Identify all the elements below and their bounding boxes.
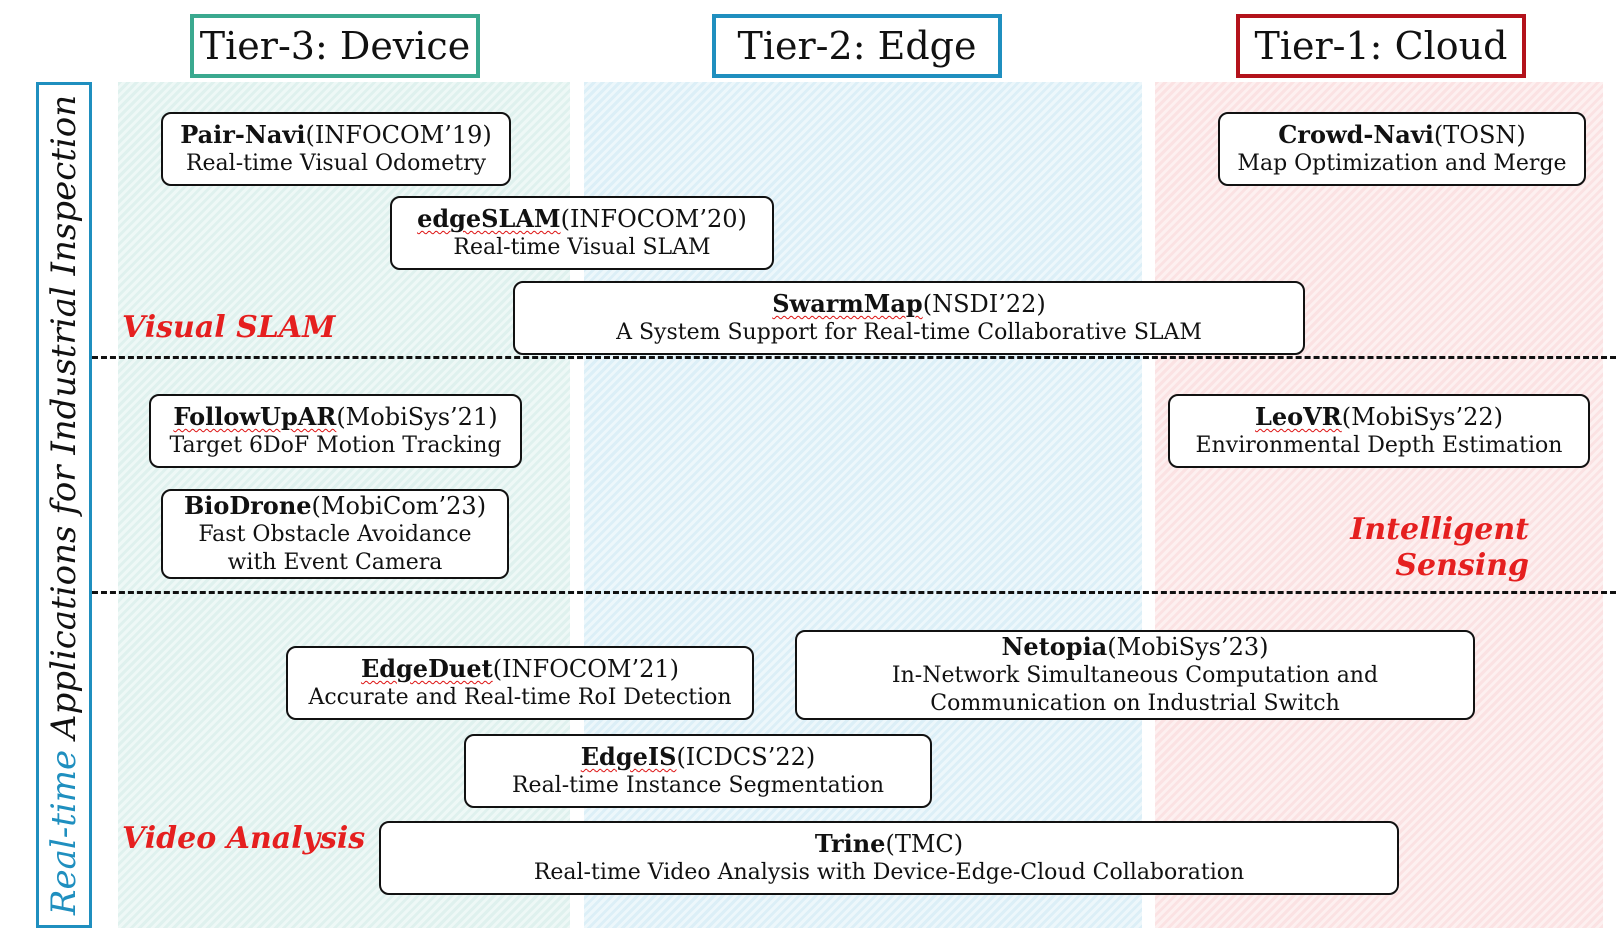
card-desc: Target 6DoF Motion Tracking: [169, 433, 502, 458]
card-head: EdgeIS(ICDCS’22): [474, 742, 922, 772]
card-desc-line1: In-Network Simultaneous Computation and: [891, 663, 1379, 688]
card-head: Crowd-Navi(TOSN): [1228, 120, 1576, 150]
card-crowd-navi: Crowd-Navi(TOSN) Map Optimization and Me…: [1218, 112, 1586, 186]
cloud-tier-column: [1155, 82, 1603, 928]
card-desc: Real-time Instance Segmentation: [511, 773, 884, 798]
tier-edge-header: Tier-2: Edge: [712, 14, 1002, 78]
card-venue: (TMC): [885, 830, 964, 858]
tier-edge-label: Tier-2: Edge: [737, 24, 977, 68]
card-venue: (MobiSys’21): [336, 403, 498, 431]
card-edgeduet: EdgeDuet(INFOCOM’21) Accurate and Real-t…: [286, 646, 754, 720]
tier-cloud-header: Tier-1: Cloud: [1236, 14, 1526, 78]
card-biodrone: BioDrone(MobiCom’23) Fast Obstacle Avoid…: [161, 489, 509, 579]
card-desc: Real-time Visual Odometry: [185, 151, 487, 176]
card-head: LeoVR(MobiSys’22): [1178, 402, 1580, 432]
card-venue: (MobiSys’23): [1107, 633, 1269, 661]
card-name: BioDrone: [183, 491, 312, 520]
card-venue: (INFOCOM’20): [560, 205, 747, 233]
card-desc-line2: Communication on Industrial Switch: [930, 691, 1340, 716]
card-name: Netopia: [1001, 632, 1108, 661]
card-edgeslam: edgeSLAM(INFOCOM’20) Real-time Visual SL…: [390, 196, 774, 270]
card-venue: (INFOCOM’21): [492, 655, 680, 683]
card-venue: (TOSN): [1433, 121, 1526, 149]
side-label-rest: Applications for Industrial Inspection: [44, 94, 84, 750]
card-netopia: Netopia(MobiSys’23) In-Network Simultane…: [795, 630, 1475, 720]
card-venue: (INFOCOM’19): [305, 121, 492, 149]
card-name: edgeSLAM: [417, 204, 561, 233]
card-name: Crowd-Navi: [1278, 120, 1434, 149]
card-name: EdgeDuet: [360, 654, 493, 683]
side-label-accent: Real-time: [44, 749, 84, 916]
card-head: SwarmMap(NSDI’22): [523, 289, 1295, 319]
divider-slam-sensing: [92, 356, 1616, 359]
card-head: EdgeDuet(INFOCOM’21): [296, 654, 744, 684]
card-name: EdgeIS: [580, 742, 677, 771]
tier-device-label: Tier-3: Device: [199, 24, 471, 68]
tier-cloud-label: Tier-1: Cloud: [1254, 24, 1508, 68]
card-desc: Map Optimization and Merge: [1237, 151, 1567, 176]
category-intelligent-sensing-line1: Intelligent: [1350, 512, 1529, 547]
tier-device-header: Tier-3: Device: [190, 14, 480, 78]
card-desc-line2: with Event Camera: [227, 550, 443, 575]
category-intelligent-sensing-line2: Sensing: [1395, 548, 1529, 583]
card-venue: (ICDCS’22): [676, 743, 816, 771]
card-head: Pair-Navi(INFOCOM’19): [171, 120, 501, 150]
divider-sensing-video: [92, 591, 1616, 594]
card-head: BioDrone(MobiCom’23): [171, 491, 499, 521]
card-swarmmap: SwarmMap(NSDI’22) A System Support for R…: [513, 281, 1305, 355]
card-desc: A System Support for Real-time Collabora…: [616, 320, 1202, 345]
card-desc: Accurate and Real-time RoI Detection: [308, 685, 732, 710]
card-leovr: LeoVR(MobiSys’22) Environmental Depth Es…: [1168, 394, 1590, 468]
card-desc: Real-time Video Analysis with Device-Edg…: [533, 860, 1245, 885]
card-name: SwarmMap: [772, 289, 923, 318]
side-label: Real-time Applications for Industrial In…: [44, 95, 84, 915]
card-desc: Real-time Visual SLAM: [453, 235, 711, 260]
card-trine: Trine(TMC) Real-time Video Analysis with…: [379, 821, 1399, 895]
card-name: LeoVR: [1255, 402, 1342, 431]
category-video-analysis: Video Analysis: [122, 821, 366, 856]
card-head: edgeSLAM(INFOCOM’20): [400, 204, 764, 234]
card-edgeis: EdgeIS(ICDCS’22) Real-time Instance Segm…: [464, 734, 932, 808]
card-venue: (NSDI’22): [922, 290, 1046, 318]
card-name: Trine: [814, 829, 886, 858]
card-desc: Environmental Depth Estimation: [1195, 433, 1563, 458]
card-venue: (MobiSys’22): [1341, 403, 1503, 431]
card-name: Pair-Navi: [180, 120, 306, 149]
category-visual-slam: Visual SLAM: [122, 310, 336, 345]
card-head: FollowUpAR(MobiSys’21): [159, 402, 512, 432]
category-intelligent-sensing: Intelligent Sensing: [1350, 512, 1529, 584]
side-label-box: [36, 82, 92, 928]
card-head: Trine(TMC): [389, 829, 1389, 859]
card-name: FollowUpAR: [173, 402, 337, 431]
card-followupar: FollowUpAR(MobiSys’21) Target 6DoF Motio…: [149, 394, 522, 468]
card-venue: (MobiCom’23): [311, 492, 487, 520]
card-pair-navi: Pair-Navi(INFOCOM’19) Real-time Visual O…: [161, 112, 511, 186]
card-head: Netopia(MobiSys’23): [805, 632, 1465, 662]
card-desc-line1: Fast Obstacle Avoidance: [198, 522, 472, 547]
